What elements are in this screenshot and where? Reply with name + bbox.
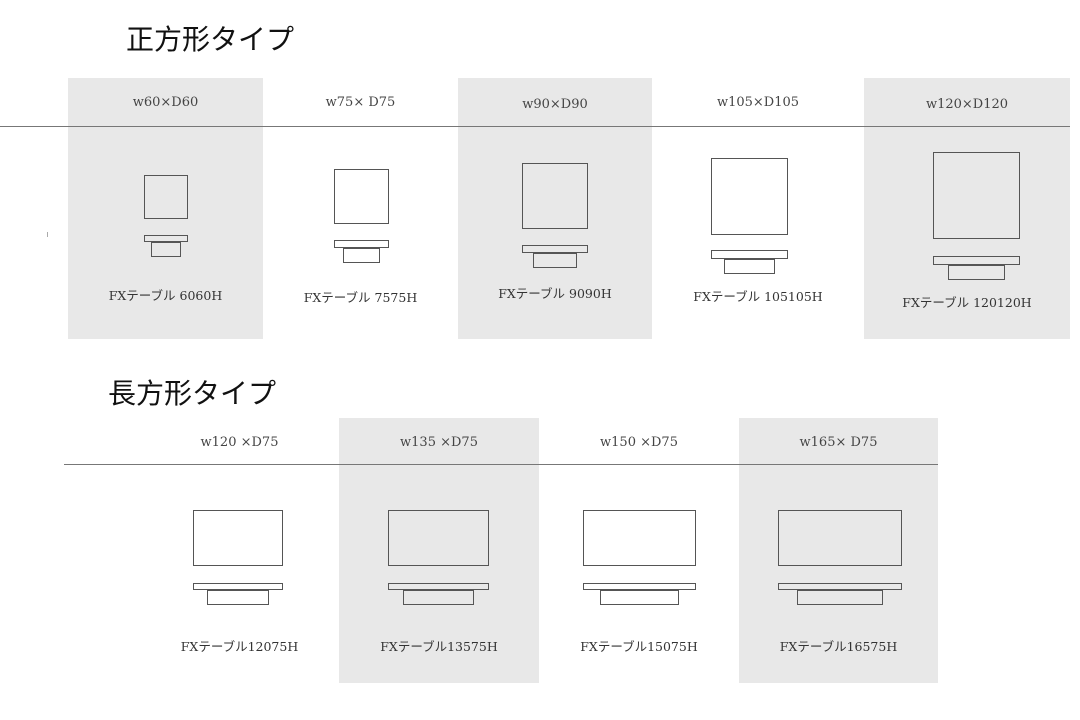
side-view-top-7575 [334,240,389,248]
plan-view-6060 [144,175,188,219]
square-section-divider [0,126,1070,127]
side-view-base-16575 [797,590,883,605]
column-120120: w120×D120 FXテーブル 120120H [864,78,1070,339]
side-view-top-105105 [711,250,788,259]
side-view-top-120120 [933,256,1020,265]
edge-mark [47,232,48,237]
plan-view-13575 [388,510,489,566]
side-view-base-120120 [948,265,1005,280]
product-name-9090: FXテーブル 9090H [498,286,612,301]
size-label-15075: w150 ×D75 [600,435,678,450]
side-view-base-9090 [533,253,577,268]
size-label-9090: w90×D90 [522,97,588,112]
side-view-base-105105 [724,259,775,274]
product-name-15075: FXテーブル15075H [580,639,698,654]
product-name-105105: FXテーブル 105105H [693,289,823,304]
product-name-12075: FXテーブル12075H [180,639,299,654]
rectangle-type-title: 長方形タイプ [108,377,277,410]
side-view-base-6060 [151,242,181,257]
rectangle-section-divider [64,464,938,465]
plan-view-9090 [522,163,588,229]
size-label-16575: w165× D75 [799,435,878,450]
size-label-7575: w75× D75 [325,95,396,110]
column-7575: w75× D75 FXテーブル 7575H [263,78,458,339]
product-name-7575: FXテーブル 7575H [303,290,418,305]
plan-view-105105 [711,158,788,235]
side-view-top-13575 [388,583,489,590]
plan-view-120120 [933,152,1020,239]
size-label-105105: w105×D105 [716,95,800,110]
square-type-title: 正方形タイプ [126,23,295,56]
product-name-6060: FXテーブル 6060H [108,288,223,303]
column-16575: w165× D75 FXテーブル16575H [739,418,938,683]
size-label-6060: w60×D60 [132,95,199,110]
side-view-top-6060 [144,235,188,242]
column-15075: w150 ×D75 FXテーブル15075H [539,418,739,683]
side-view-top-16575 [778,583,902,590]
plan-view-16575 [778,510,902,566]
plan-view-12075 [193,510,283,566]
product-name-13575: FXテーブル13575H [380,639,498,654]
side-view-top-9090 [522,245,588,253]
side-view-base-7575 [343,248,380,263]
plan-view-15075 [583,510,696,566]
plan-view-7575 [334,169,389,224]
size-label-120120: w120×D120 [925,97,1009,112]
product-name-120120: FXテーブル 120120H [902,295,1032,310]
size-label-13575: w135 ×D75 [400,435,478,450]
column-13575: w135 ×D75 FXテーブル13575H [339,418,539,683]
column-105105: w105×D105 FXテーブル 105105H [652,78,864,339]
side-view-top-15075 [583,583,696,590]
side-view-base-12075 [207,590,269,605]
column-9090: w90×D90 FXテーブル 9090H [458,78,652,339]
product-name-16575: FXテーブル16575H [779,639,898,654]
side-view-base-13575 [403,590,474,605]
side-view-base-15075 [600,590,679,605]
side-view-top-12075 [193,583,283,590]
column-12075: w120 ×D75 FXテーブル12075H [140,418,339,683]
size-label-12075: w120 ×D75 [200,435,279,450]
column-6060: w60×D60 FXテーブル 6060H [68,78,263,339]
